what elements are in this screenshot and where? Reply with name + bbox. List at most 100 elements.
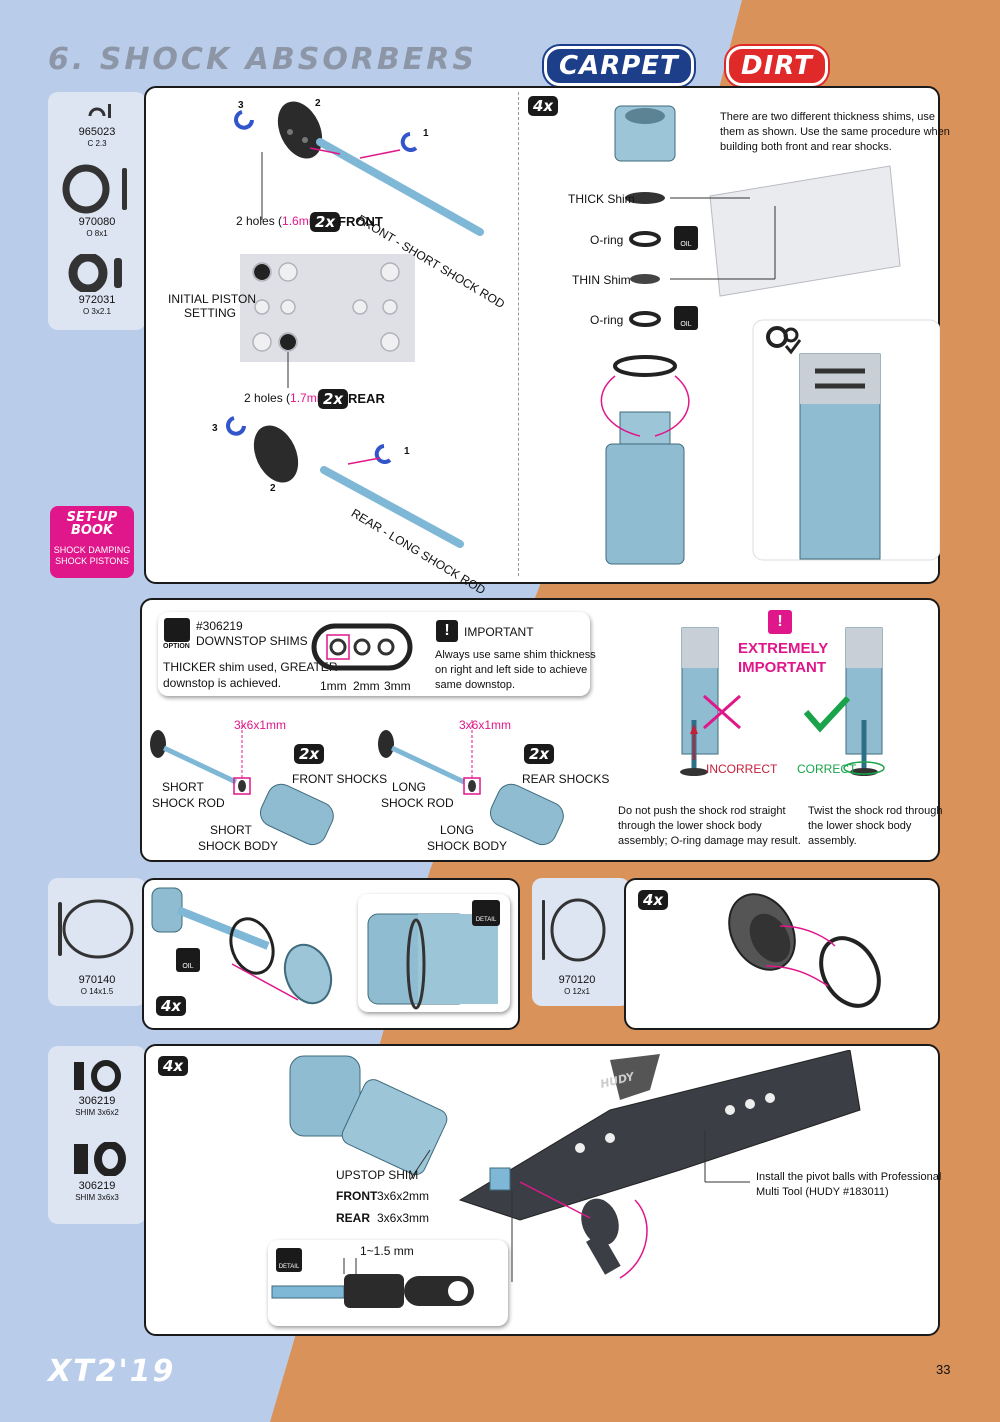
front-shim-value: 3x6x2mm xyxy=(377,1189,430,1203)
shim-icon xyxy=(74,1060,121,1092)
part-spec: SHIM 3x6x3 xyxy=(75,1193,119,1202)
oring-icon xyxy=(58,899,134,959)
ball-detail-box xyxy=(268,1240,508,1326)
front-qty-badge: 2x xyxy=(310,212,341,232)
shim-icon xyxy=(74,1142,126,1176)
install-line: Multi Tool (HUDY #183011) xyxy=(756,1186,889,1198)
setup-line: SHOCK DAMPING xyxy=(53,545,131,555)
part-code: 970080 xyxy=(78,216,116,228)
part-spec: O 3x2.1 xyxy=(82,307,111,316)
right-line: the lower shock body xyxy=(808,820,912,832)
part-spec: SHIM 3x6x2 xyxy=(75,1108,119,1117)
oil-icon: OIL xyxy=(674,306,698,330)
step-number: 2 xyxy=(270,483,276,494)
oil-icon: OIL xyxy=(176,948,200,972)
part-code: 972031 xyxy=(78,294,116,306)
gap-label: 1~1.5 mm xyxy=(360,1244,414,1258)
clip-icon xyxy=(88,104,111,118)
part-code: 306219 xyxy=(78,1095,116,1107)
short-rod-label: SHORT xyxy=(162,780,204,794)
part-code: 970140 xyxy=(78,974,116,986)
shim-qty-badge: 4x xyxy=(528,96,559,116)
ball-detail-drawing xyxy=(271,1258,474,1308)
imp-line: Always use same shim thickness xyxy=(435,649,596,661)
right-line: assembly. xyxy=(808,835,857,847)
setup-line: BOOK xyxy=(70,523,114,538)
part-spec: O 14x1.5 xyxy=(80,987,114,996)
step-number: 1 xyxy=(423,128,429,139)
panel-divider xyxy=(518,92,519,576)
downstop-desc: THICKER shim used, GREATER xyxy=(163,660,338,674)
oring-icon xyxy=(62,164,127,214)
dirt-tag: DIRT xyxy=(726,46,828,86)
rear-holes-label: 2 holes (1.7mm) xyxy=(244,391,331,405)
wrong-line: through the lower shock body xyxy=(618,820,762,832)
long-body-label: LONG xyxy=(440,823,475,837)
correct-note: Twist the shock rod through the lower sh… xyxy=(808,804,943,849)
oring-label: O-ring xyxy=(590,313,624,327)
part-spec: O 8x1 xyxy=(86,229,108,238)
oring-icon xyxy=(542,898,606,962)
extreme-title: EXTREMELY xyxy=(738,640,829,657)
part-code: 970120 xyxy=(558,974,596,986)
step-number: 3 xyxy=(238,100,244,111)
shim-size-1: 1mm xyxy=(320,679,347,693)
shim-size-label: 3x6x1mm xyxy=(234,718,287,732)
part-code: 965023 xyxy=(78,126,116,138)
imp-line: on right and left side to achieve xyxy=(435,664,588,676)
multi-tool-drawing xyxy=(289,1050,861,1282)
important-icon: ! xyxy=(436,620,458,642)
page-title: 6. SHOCK ABSORBERS xyxy=(48,42,477,77)
downstop-desc: downstop is achieved. xyxy=(163,676,282,690)
short-body-label: SHORT xyxy=(210,823,252,837)
rear-qty-badge: 2x xyxy=(318,389,349,409)
short-rod-label: SHOCK ROD xyxy=(152,796,225,810)
right-line: Twist the shock rod through xyxy=(808,805,943,817)
note-line: building both front and rear shocks. xyxy=(720,141,892,153)
oring-install-drawing xyxy=(151,887,333,1005)
piston-assembly-drawing xyxy=(226,101,484,548)
part-code: 306219 xyxy=(78,1180,116,1192)
setup-book-badge: SET-UP BOOK SHOCK DAMPING SHOCK PISTONS xyxy=(50,506,134,578)
downstop-assembly-drawing xyxy=(150,720,564,846)
oring-detail-drawing xyxy=(367,913,498,1010)
step-number: 1 xyxy=(404,446,410,457)
install-line: Install the pivot balls with Professiona… xyxy=(756,1171,942,1183)
rear-label: REAR xyxy=(348,391,385,406)
oring-icon xyxy=(68,254,122,292)
rear-shocks-label: REAR SHOCKS xyxy=(522,772,610,786)
important-text: Always use same shim thickness on right … xyxy=(435,648,596,693)
imp-line: same downstop. xyxy=(435,679,516,691)
short-body-label: SHOCK BODY xyxy=(198,839,279,853)
part-spec: C 2.3 xyxy=(87,139,107,148)
shock-stack-drawing xyxy=(600,105,940,565)
cap-oring-drawing xyxy=(728,893,881,1008)
wrong-line: assembly; O-ring damage may result. xyxy=(618,835,801,847)
gear-check-icon xyxy=(766,326,802,355)
long-rod-label: SHOCK ROD xyxy=(381,796,454,810)
rear-shim-value: 3x6x3mm xyxy=(377,1211,430,1225)
rear-shim-label: REAR xyxy=(336,1211,371,1225)
wrong-line: Do not push the shock rod straight xyxy=(618,805,786,817)
thumbs-up-icon xyxy=(164,618,190,642)
upstop-label: UPSTOP SHIM xyxy=(336,1168,419,1182)
part-spec: O 12x1 xyxy=(564,987,590,996)
front-label: FRONT xyxy=(338,214,383,229)
warning-icon: ! xyxy=(768,610,792,634)
page-number: 33 xyxy=(936,1362,951,1377)
long-body-label: SHOCK BODY xyxy=(427,839,508,853)
rear-shocks-qty: 2x xyxy=(524,744,555,764)
xt2-logo: XT2'19 xyxy=(48,1354,176,1389)
downstop-name: DOWNSTOP SHIMS xyxy=(196,634,308,648)
thin-shim-label: THIN Shim xyxy=(572,273,631,287)
note-line: them as shown. Use the same procedure wh… xyxy=(720,126,950,138)
initial-line: SETTING xyxy=(183,306,236,320)
oring-label: O-ring xyxy=(590,233,624,247)
cap-qty-badge: 4x xyxy=(638,890,669,910)
long-rod-label: LONG xyxy=(392,780,427,794)
important-title: IMPORTANT xyxy=(464,625,534,639)
detail-icon: DETAIL xyxy=(472,900,500,926)
setup-line: SET-UP xyxy=(66,510,118,525)
step-number: 2 xyxy=(315,98,321,109)
